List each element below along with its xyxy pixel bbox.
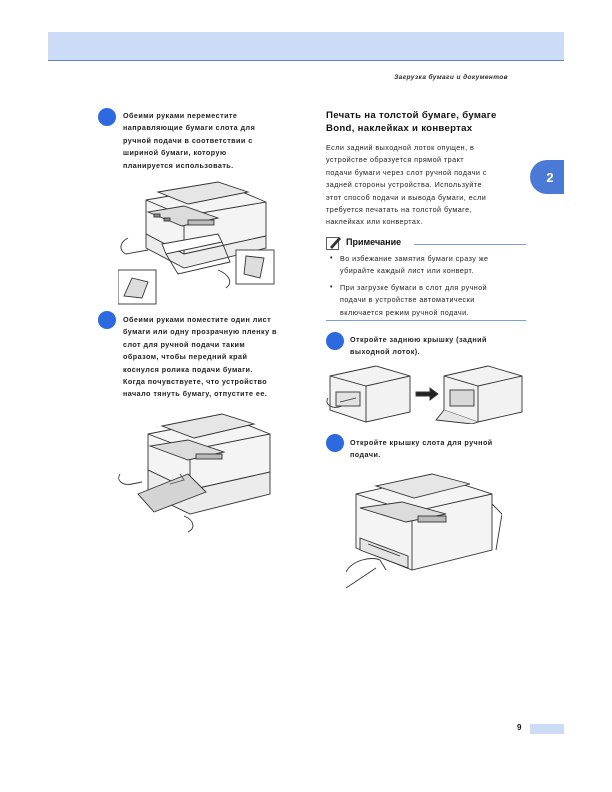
open-back-cover-illustration xyxy=(326,365,523,424)
note-rule xyxy=(414,244,526,245)
footer-band xyxy=(530,724,564,734)
note-header: Примечание xyxy=(326,235,526,251)
right-step2-text: Откройте крышку слота для ручной подачи. xyxy=(350,438,493,460)
section-body: Если задний выходной лоток опущен, в уст… xyxy=(326,143,487,227)
step-bullet-icon xyxy=(98,311,116,329)
note-bottom-rule xyxy=(326,320,526,321)
note-title: Примечание xyxy=(346,237,402,247)
note-bullet-2: При загрузке бумаги в слот для ручной по… xyxy=(340,283,488,317)
manual-slot-cover-illustration xyxy=(346,473,502,589)
left-step1-text: Обеими руками переместите направляющие б… xyxy=(123,111,256,170)
header-rule xyxy=(48,60,564,61)
step-bullet-icon xyxy=(98,108,116,126)
section-title: Печать на толстой бумаге, бумаге Bond, н… xyxy=(326,110,497,134)
note-bullet-marker: • xyxy=(330,255,333,262)
page-number: 9 xyxy=(517,723,522,732)
running-header: Загрузка бумаги и документов xyxy=(394,74,508,81)
note-bullet-1: Во избежание замятия бумаги сразу же уби… xyxy=(340,254,489,276)
step-bullet-icon xyxy=(326,332,344,350)
chapter-tab: 2 xyxy=(530,160,564,194)
pencil-note-icon xyxy=(326,237,341,250)
insert-paper-illustration xyxy=(118,413,271,533)
printer-guides-illustration xyxy=(118,181,275,305)
right-step1-text: Откройте заднюю крышку (задний выходной … xyxy=(350,335,487,357)
note-bullet-marker: • xyxy=(330,284,333,291)
step-bullet-icon xyxy=(326,434,344,452)
left-step2-text: Обеими руками поместите один лист бумаги… xyxy=(123,315,277,399)
header-band xyxy=(48,32,564,60)
